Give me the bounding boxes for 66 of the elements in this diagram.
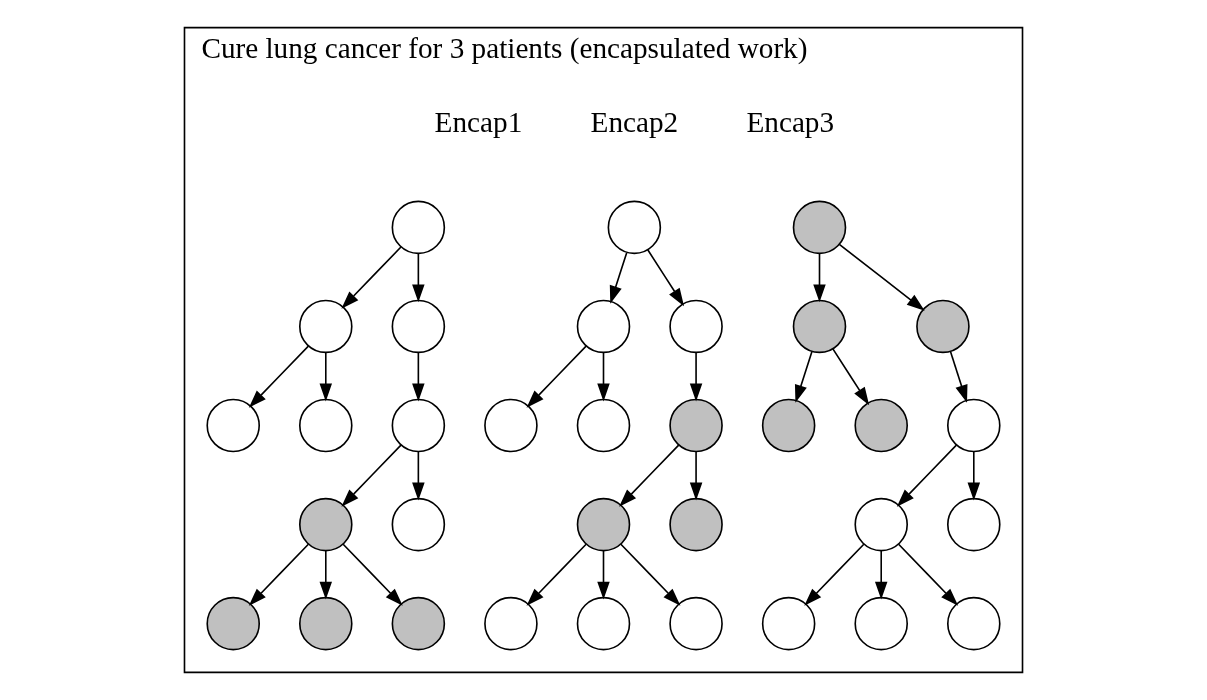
node-circle xyxy=(669,497,723,552)
arrow xyxy=(838,243,925,311)
node-circle xyxy=(299,398,353,453)
label: Encap2 xyxy=(590,106,679,139)
arrow xyxy=(412,351,425,402)
node-circle xyxy=(947,497,1001,552)
node-circle xyxy=(761,596,816,651)
node-circle xyxy=(854,398,908,453)
arrow xyxy=(248,543,310,606)
node-circle xyxy=(484,596,538,651)
node-circle xyxy=(669,299,723,354)
arrow xyxy=(689,351,703,402)
arrow xyxy=(412,451,425,501)
arrow xyxy=(619,444,680,507)
arrow xyxy=(874,550,888,600)
node-circle xyxy=(916,299,970,354)
node-circle xyxy=(792,200,847,255)
arrow xyxy=(526,543,587,606)
node-circle xyxy=(576,596,631,651)
node-circle xyxy=(947,398,1001,453)
node-circle xyxy=(299,596,353,651)
node-circle xyxy=(391,398,446,453)
node-circle xyxy=(669,398,723,453)
node-circle xyxy=(484,398,538,453)
node-circle xyxy=(761,398,816,453)
node-circle xyxy=(206,398,260,453)
arrow xyxy=(646,249,685,307)
arrow xyxy=(832,348,870,406)
arrow xyxy=(319,550,333,600)
arrow xyxy=(794,350,813,403)
node-circle xyxy=(576,299,631,354)
label: Encap3 xyxy=(746,106,835,139)
node-circle xyxy=(391,200,446,255)
node-circle xyxy=(299,497,353,552)
node-circle xyxy=(299,299,353,354)
node-circle xyxy=(391,299,446,354)
arrow xyxy=(526,345,587,408)
arrow xyxy=(319,351,333,402)
arrow xyxy=(341,444,402,507)
arrow xyxy=(897,543,959,606)
node-circle xyxy=(607,200,662,255)
node-circle xyxy=(669,596,723,651)
node-circle xyxy=(391,596,446,651)
node-circle xyxy=(947,596,1001,651)
node-circle xyxy=(576,497,631,552)
arrow xyxy=(597,351,610,402)
arrow xyxy=(804,543,865,606)
arrow xyxy=(689,451,703,501)
node-circle xyxy=(792,299,847,354)
arrow xyxy=(609,251,628,304)
arrow xyxy=(813,252,826,303)
arrow xyxy=(949,350,968,403)
node-circle xyxy=(854,497,908,552)
node-circle xyxy=(391,497,446,552)
arrow xyxy=(597,550,610,600)
node-circle xyxy=(576,398,631,453)
arrow xyxy=(341,246,402,309)
node-circle xyxy=(206,596,260,651)
arrow xyxy=(342,543,403,606)
arrow xyxy=(896,444,958,507)
arrow xyxy=(412,252,425,303)
arrow xyxy=(967,451,981,501)
label: Encap1 xyxy=(434,106,523,139)
arrow xyxy=(620,543,681,606)
node-circle xyxy=(854,596,908,651)
arrow xyxy=(248,345,310,408)
